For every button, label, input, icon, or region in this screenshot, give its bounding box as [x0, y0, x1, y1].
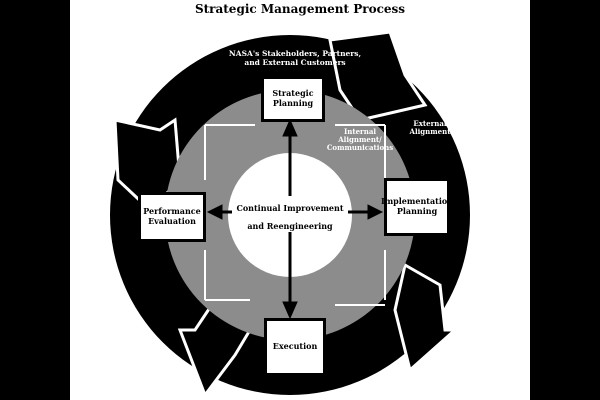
- external-alignment-label: External Alignment: [400, 119, 460, 137]
- outer-label: NASA's Stakeholders, Partners, and Exter…: [220, 49, 370, 67]
- external-label-line: Alignment: [409, 127, 451, 137]
- box-label: Evaluation: [148, 216, 196, 226]
- arrow-bottom-right: [393, 262, 459, 373]
- box-label: Strategic: [272, 88, 314, 99]
- internal-label-line: Alignment/: [338, 135, 382, 145]
- internal-label-line: Internal: [343, 127, 377, 136]
- box-label: Planning: [272, 98, 314, 108]
- external-label-line: External: [413, 119, 447, 128]
- center-label-line: Continual Improvement: [236, 203, 344, 213]
- diagram-title: Strategic Management Process: [194, 2, 406, 16]
- arrow-top-right: [328, 30, 428, 122]
- box-label: Execution: [272, 341, 318, 352]
- pinwheel-lines: [204, 124, 386, 306]
- box-label: Implementation: [380, 196, 454, 207]
- execution-box: Execution: [264, 318, 326, 376]
- internal-alignment-label: Internal Alignment/ Communications: [320, 127, 400, 153]
- outer-label-line: and External Customers: [244, 57, 346, 67]
- box-label: Planning: [396, 206, 438, 216]
- box-label: Performance: [143, 206, 201, 217]
- center-label: Continual Improvement and Reengineering: [232, 200, 348, 235]
- internal-label-line: Communications: [326, 143, 394, 153]
- center-label-line: and Reengineering: [247, 220, 333, 231]
- outer-label-line: NASA's Stakeholders, Partners,: [228, 49, 362, 58]
